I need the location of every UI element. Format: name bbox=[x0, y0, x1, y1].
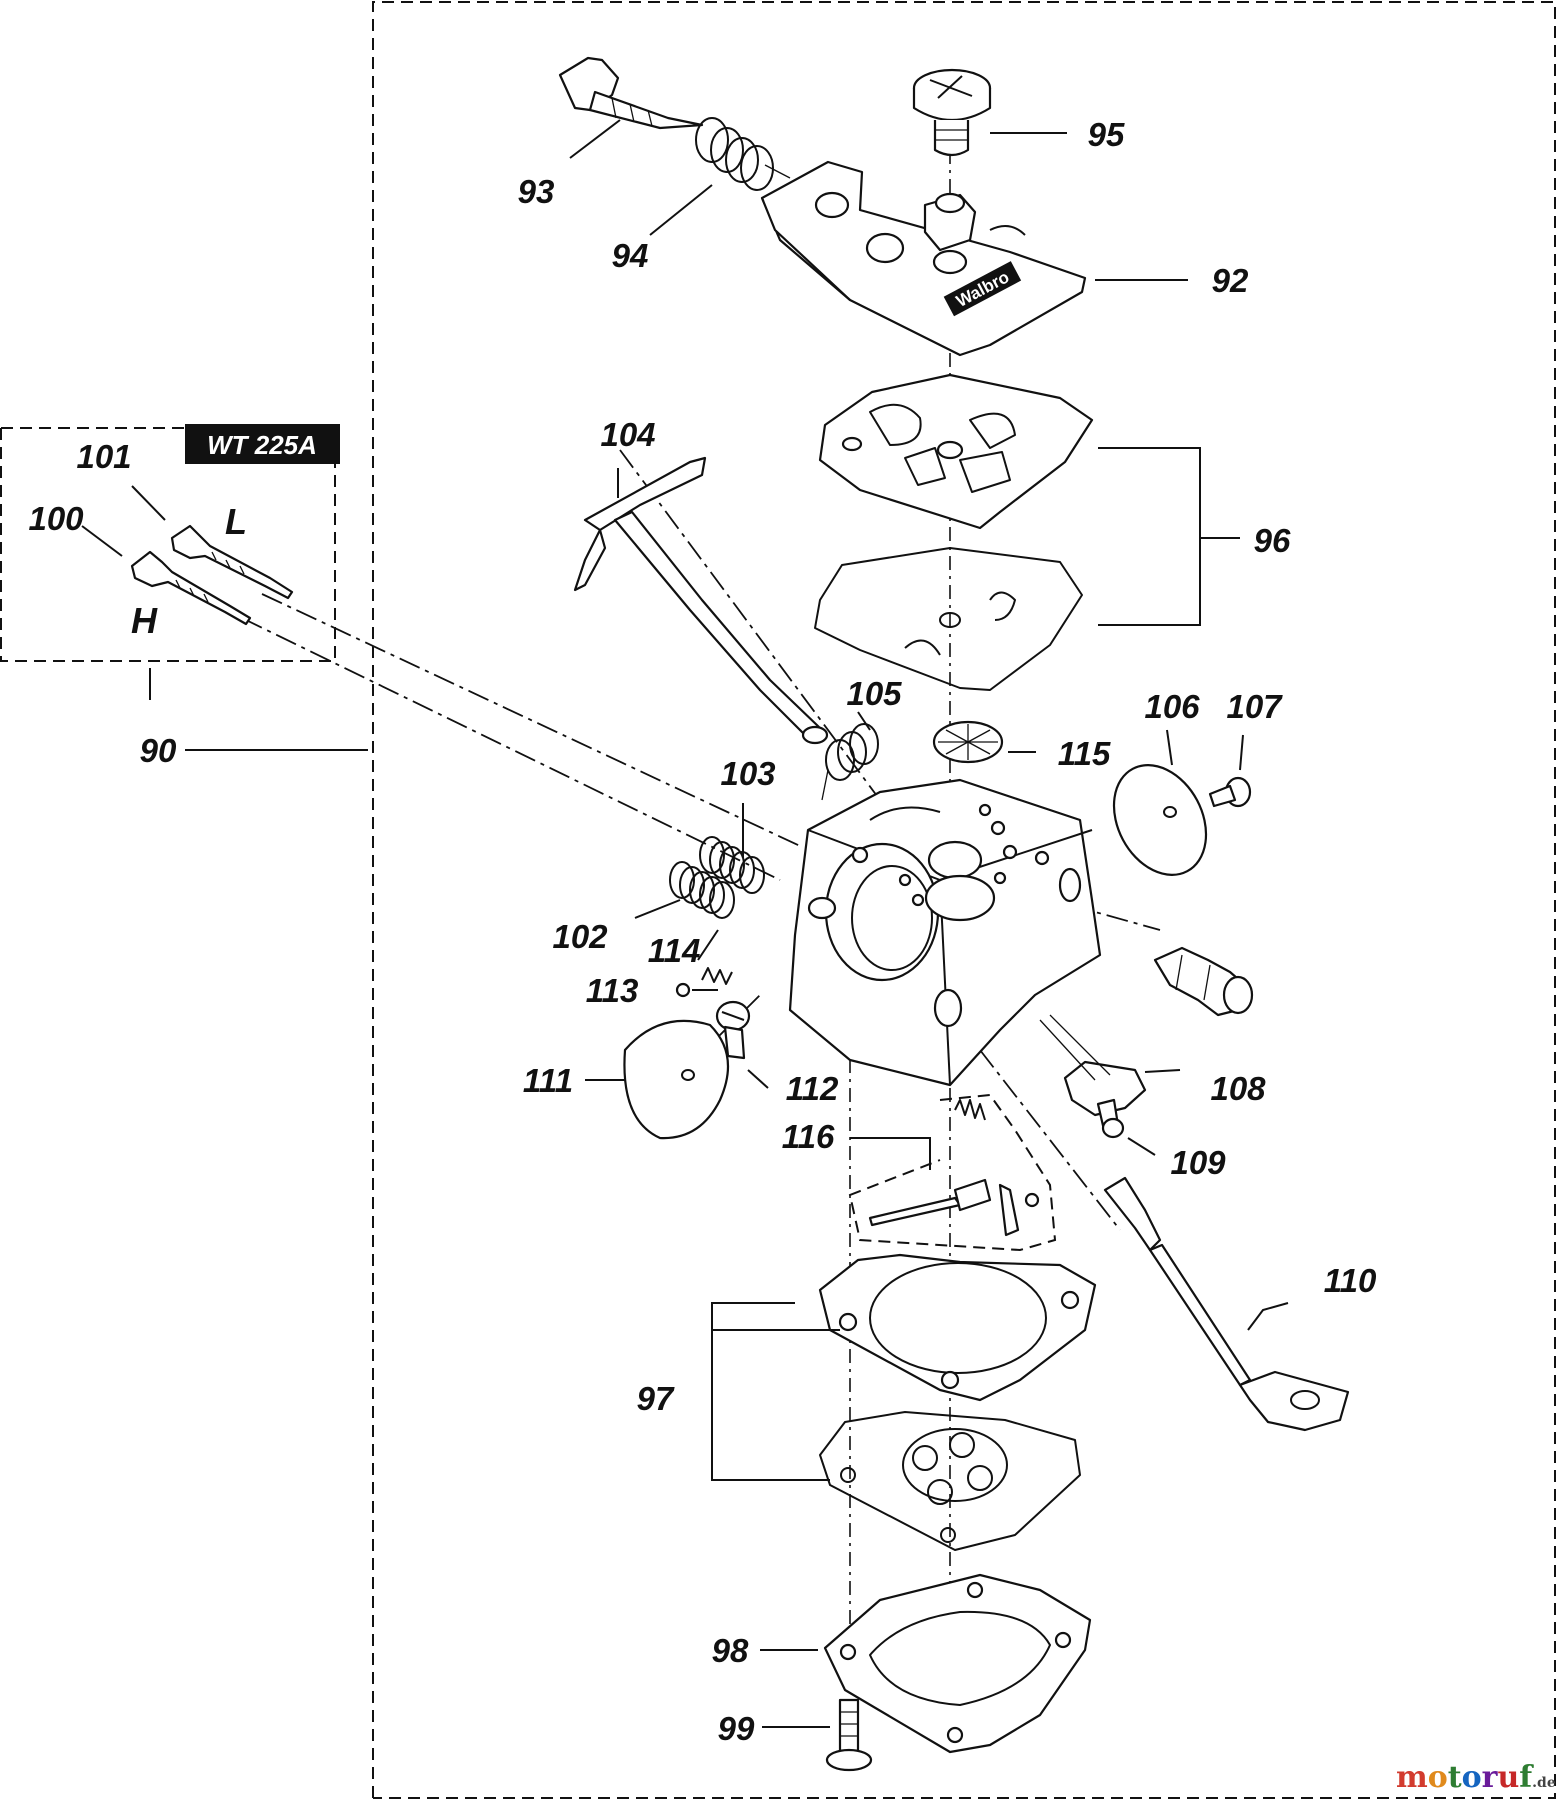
part-108-lever bbox=[1039, 1014, 1147, 1117]
svg-text:motoruf.de: motoruf.de bbox=[1396, 1760, 1556, 1795]
part-103-spring bbox=[699, 836, 765, 894]
fuel-fitting bbox=[1153, 946, 1254, 1017]
label-101: 101 bbox=[76, 438, 131, 475]
label-102: 102 bbox=[552, 918, 608, 955]
kit-badge-text: WT 225A bbox=[207, 430, 317, 460]
label-106: 106 bbox=[1144, 688, 1200, 725]
label-109: 109 bbox=[1170, 1144, 1226, 1181]
assembly-frame bbox=[372, 1, 1556, 1799]
label-112: 112 bbox=[786, 1070, 839, 1107]
watermark-letter: o bbox=[1428, 1760, 1448, 1795]
label-114: 114 bbox=[648, 932, 701, 969]
label-116: 116 bbox=[782, 1118, 835, 1155]
part-93-throttle-screw bbox=[558, 56, 704, 130]
part-111-throttle-plate bbox=[623, 1019, 730, 1140]
label-90: 90 bbox=[140, 732, 177, 769]
label-96: 96 bbox=[1254, 522, 1291, 559]
watermark-letter: u bbox=[1497, 1760, 1519, 1795]
part-113-ball bbox=[675, 982, 691, 998]
part-102-spring bbox=[669, 861, 735, 919]
watermark-letter: r bbox=[1482, 1760, 1499, 1795]
part-labels: 93 94 95 92 104 96 105 106 107 115 103 9… bbox=[28, 116, 1376, 1747]
part-115-fuel-screen bbox=[932, 720, 1004, 764]
label-92: 92 bbox=[1212, 262, 1249, 299]
label-99: 99 bbox=[718, 1710, 755, 1747]
leader-lines bbox=[81, 119, 1289, 1728]
watermark-letter: o bbox=[1462, 1760, 1482, 1795]
part-92-pump-cover: Walbro bbox=[760, 160, 1087, 357]
watermark-letter: f bbox=[1519, 1760, 1534, 1795]
part-107-choke-screw bbox=[1208, 776, 1252, 808]
kit-badge: WT 225A bbox=[185, 424, 340, 464]
label-108: 108 bbox=[1210, 1070, 1266, 1107]
part-94-spring bbox=[695, 117, 791, 191]
label-115: 115 bbox=[1058, 735, 1111, 772]
high-speed-letter: H bbox=[131, 600, 158, 641]
watermark-letter: t bbox=[1448, 1760, 1462, 1795]
label-95: 95 bbox=[1088, 116, 1125, 153]
part-112-plate-screw bbox=[715, 1000, 751, 1060]
carburetor-body bbox=[788, 778, 1102, 1087]
watermark-suffix: .de bbox=[1532, 1775, 1556, 1791]
part-98-diaphragm-cover bbox=[823, 1573, 1092, 1754]
part-105-return-spring bbox=[821, 723, 879, 801]
label-111: 111 bbox=[523, 1062, 573, 1099]
part-101-low-speed-needle bbox=[170, 524, 294, 600]
label-98: 98 bbox=[712, 1632, 749, 1669]
kit-frame bbox=[0, 427, 336, 662]
label-93: 93 bbox=[518, 173, 555, 210]
watermark-letter: m bbox=[1396, 1760, 1428, 1795]
label-107: 107 bbox=[1226, 688, 1283, 725]
part-110-choke-shaft bbox=[1103, 1176, 1350, 1432]
part-109-lever-screw bbox=[1096, 1098, 1125, 1139]
label-100: 100 bbox=[28, 500, 84, 537]
part-106-choke-plate bbox=[1112, 764, 1208, 876]
label-103: 103 bbox=[720, 755, 775, 792]
label-110: 110 bbox=[1324, 1262, 1377, 1299]
label-97: 97 bbox=[637, 1380, 675, 1417]
watermark: motoruf.de bbox=[1396, 1760, 1556, 1795]
part-104-throttle-shaft bbox=[573, 456, 829, 745]
label-105: 105 bbox=[846, 675, 902, 712]
part-116-inlet-needle-kit bbox=[848, 1093, 1057, 1252]
low-speed-letter: L bbox=[225, 501, 247, 542]
part-99-cover-screw bbox=[825, 1698, 873, 1772]
part-95-cover-screw bbox=[912, 68, 992, 157]
label-94: 94 bbox=[612, 237, 649, 274]
label-104: 104 bbox=[600, 416, 655, 453]
part-96-gasket-diaphragm bbox=[814, 373, 1094, 691]
part-97-gasket-diaphragm bbox=[818, 1253, 1097, 1551]
label-113: 113 bbox=[586, 972, 639, 1009]
part-114-spring bbox=[701, 967, 733, 985]
part-100-high-speed-needle bbox=[130, 550, 252, 626]
